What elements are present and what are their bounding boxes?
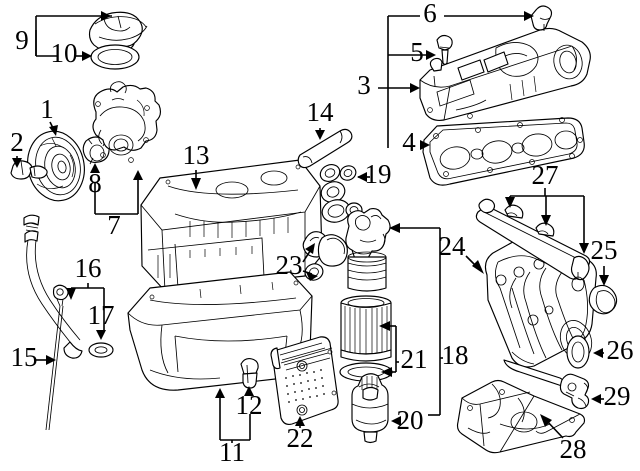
throttle-body-gasket-part: [588, 284, 618, 315]
leader-group-22: [295, 416, 305, 428]
pulley-bolt-part: [10, 160, 48, 180]
leader-group-4: [420, 140, 430, 150]
callout-20[interactable]: 20: [397, 405, 424, 435]
callout-6[interactable]: 6: [423, 0, 437, 28]
leader-group-25: [599, 266, 609, 286]
callout-12[interactable]: 12: [236, 390, 263, 420]
leader-group-10: [76, 51, 92, 61]
leader-group-12: [244, 386, 254, 396]
leader-group-3: [378, 83, 420, 93]
oil-drain-plug-part: [240, 357, 259, 389]
callout-15[interactable]: 15: [11, 342, 38, 372]
leader-group-15: [36, 355, 56, 365]
leader-group-28: [540, 414, 564, 439]
callout-9[interactable]: 9: [15, 25, 29, 55]
oil-filter-housing-part: [345, 208, 391, 292]
callout-29[interactable]: 29: [604, 381, 631, 411]
timing-front-cover-part: [92, 81, 162, 163]
leader-group-29: [591, 394, 604, 404]
callout-7[interactable]: 7: [107, 210, 121, 240]
leader-group-20: [391, 416, 401, 426]
callout-8[interactable]: 8: [88, 168, 102, 198]
leader-group-6: [387, 11, 534, 148]
engine-oil-cooler-part: [270, 336, 339, 425]
oil-filter-cap-part: [351, 373, 389, 444]
leader-group-16: [66, 283, 105, 330]
leader-group-26: [593, 348, 604, 358]
callout-2[interactable]: 2: [10, 127, 24, 157]
valve-cover-gasket-part: [422, 117, 585, 186]
callout-5[interactable]: 5: [410, 37, 424, 67]
callout-26[interactable]: 26: [607, 335, 634, 365]
leader-group-21: [379, 321, 399, 377]
oil-filler-cap-part: [88, 11, 148, 60]
valve-cover-part: [419, 27, 591, 121]
callout-3[interactable]: 3: [357, 70, 371, 100]
oil-filter-element-part: [339, 295, 393, 382]
callout-16[interactable]: 16: [75, 253, 102, 283]
leader-group-19: [357, 172, 370, 182]
leader-group-13: [191, 170, 201, 190]
manifold-linkage-part: [475, 198, 591, 292]
callout-23[interactable]: 23: [276, 250, 303, 280]
filler-cap-o-ring-part: [90, 44, 140, 70]
callout-4[interactable]: 4: [402, 127, 416, 157]
leader-group-8: [90, 163, 100, 173]
callout-19[interactable]: 19: [365, 159, 392, 189]
leader-group-2: [12, 156, 22, 168]
dipstick-tube-seal-part: [88, 342, 114, 358]
callout-1[interactable]: 1: [40, 94, 54, 124]
callout-28[interactable]: 28: [560, 434, 587, 464]
intake-air-sensor-part: [559, 373, 590, 410]
leader-group-17: [96, 330, 106, 340]
callout-22[interactable]: 22: [287, 423, 314, 453]
callout-14[interactable]: 14: [307, 97, 335, 127]
leader-group-23: [302, 243, 318, 281]
leader-group-24: [465, 255, 484, 274]
callout-10[interactable]: 10: [51, 38, 78, 68]
leader-group-14: [315, 128, 325, 140]
oil-cooler-seals-part: [302, 231, 348, 281]
oil-dipstick-part: [45, 284, 69, 431]
callout-24[interactable]: 24: [439, 231, 467, 261]
callout-27[interactable]: 27: [532, 160, 559, 190]
cover-bolt-part: [436, 34, 453, 66]
callout-13[interactable]: 13: [183, 140, 210, 170]
leader-group-9: [35, 11, 112, 57]
crankshaft-pulley-part: [27, 130, 85, 202]
callout-17[interactable]: 17: [88, 300, 115, 330]
callout-25[interactable]: 25: [591, 235, 618, 265]
leader-group-1: [49, 121, 58, 136]
manifold-support-bracket-part: [456, 379, 586, 454]
leader-group-11: [215, 388, 251, 443]
callout-21[interactable]: 21: [401, 344, 428, 374]
pcv-valve-stud-part: [530, 5, 553, 31]
leader-group-18: [389, 223, 443, 416]
leader-group-7: [94, 170, 143, 215]
coolant-pipe-seals-part: [319, 164, 363, 223]
callout-18[interactable]: 18: [442, 340, 469, 370]
dipstick-tube-part: [23, 214, 83, 359]
dowel-pin-part: [297, 128, 353, 169]
callout-11[interactable]: 11: [219, 437, 245, 467]
leader-group-5: [388, 50, 436, 60]
leader-group-27: [505, 188, 589, 254]
manifold-o-ring-part: [566, 335, 590, 369]
